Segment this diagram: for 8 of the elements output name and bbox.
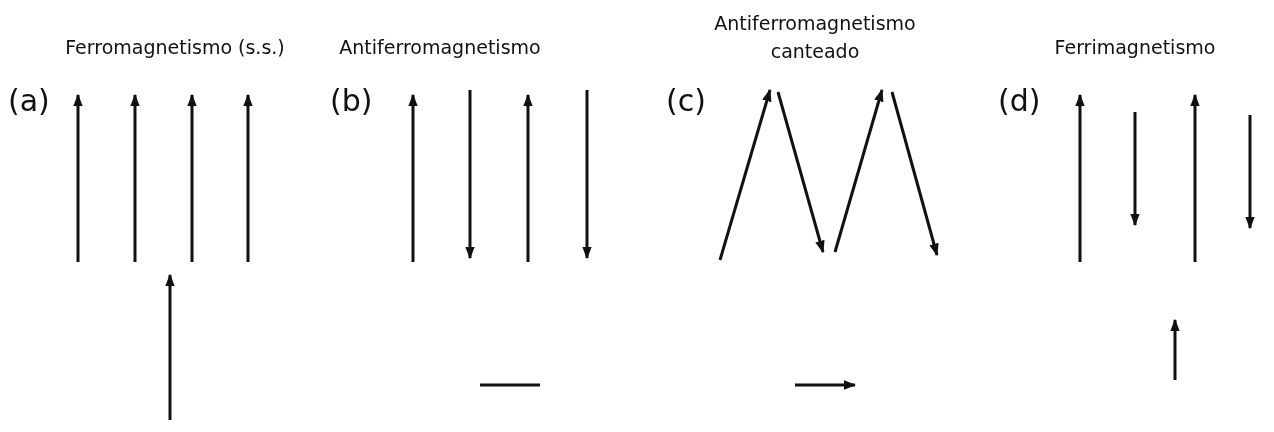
panel-letter: (a) (8, 86, 50, 116)
panel-letter: (d) (998, 86, 1041, 116)
panel-letter: (c) (666, 86, 706, 116)
panel-letter: (b) (330, 86, 373, 116)
panel-title: Antiferromagnetismo (338, 35, 542, 60)
panel-title: Antiferromagnetismo canteado (713, 11, 917, 64)
panel-title: Ferromagnetismo (s.s.) (64, 35, 286, 60)
panel-title: Ferrimagnetismo (1053, 35, 1217, 60)
